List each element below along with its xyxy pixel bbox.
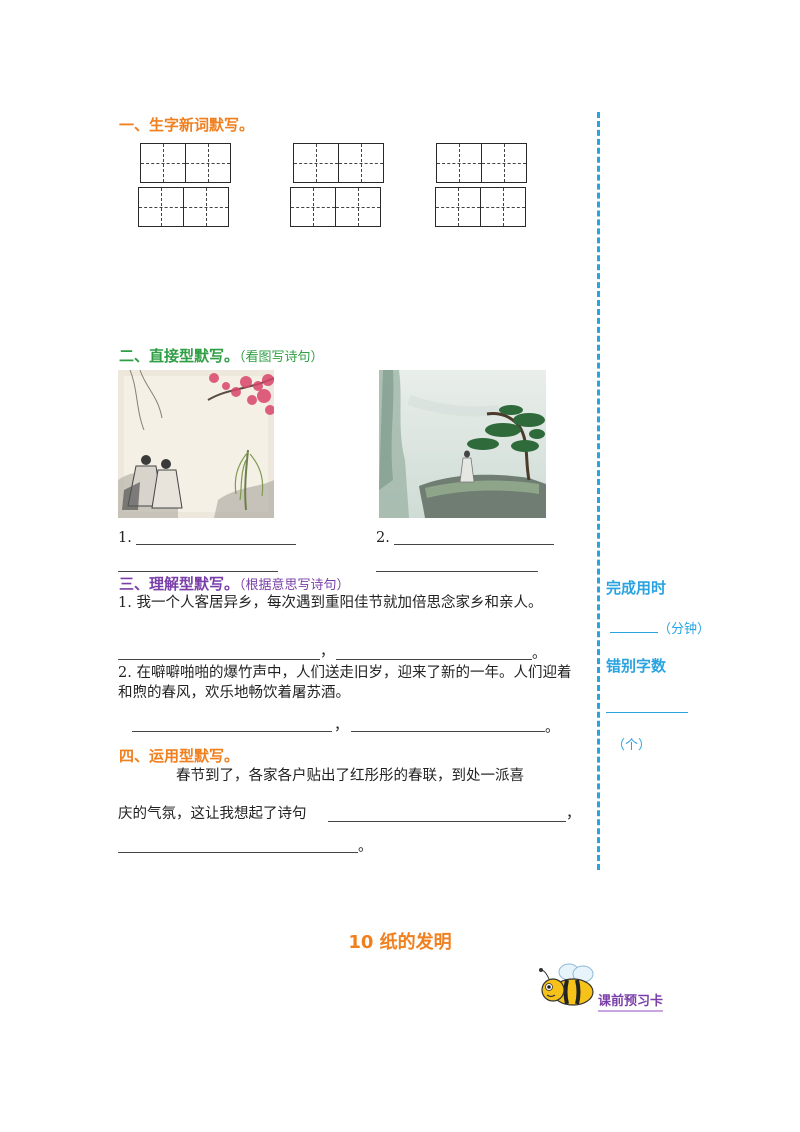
bee-icon (539, 963, 594, 1006)
poem-illustration-2 (379, 370, 546, 518)
poem-item-1-line-a[interactable] (136, 544, 296, 545)
section4-line2: 庆的气氛，这让我想起了诗句 (118, 806, 307, 822)
section2-title-text: 二、直接型默写。 (119, 347, 240, 365)
char-cell[interactable] (435, 187, 481, 227)
section4-end: 。 (358, 839, 373, 855)
poem-item-2-label: 2. (376, 530, 390, 546)
poem-item-1-line-b[interactable] (118, 571, 278, 572)
char-cell[interactable] (479, 187, 526, 227)
section3-q2-line-b[interactable] (351, 731, 545, 732)
section4-comma: ， (566, 806, 581, 822)
time-used-input[interactable] (610, 632, 658, 633)
poem-item-2-line-b[interactable] (376, 571, 538, 572)
preview-card-label: 课前预习卡 (598, 990, 664, 1012)
char-cell[interactable] (293, 143, 339, 183)
section3-title: 三、理解型默写。（根据意思写诗句） (119, 573, 350, 594)
section4-title: 四、运用型默写。 (119, 747, 240, 765)
section2-title: 二、直接型默写。（看图写诗句） (119, 345, 324, 366)
poem-illustration-1 (118, 370, 274, 518)
section2-hint: （看图写诗句） (239, 350, 324, 365)
time-used-label: 完成用时 (606, 579, 667, 597)
error-count-label: 错别字数 (606, 657, 667, 675)
time-used-unit: （分钟） (658, 622, 711, 637)
section3-q2-comma: ， (334, 718, 349, 734)
char-cell[interactable] (184, 143, 231, 183)
section4-line-b[interactable] (118, 852, 358, 853)
section3-q2-end: 。 (545, 720, 560, 736)
poem-item-1-label: 1. (118, 530, 132, 546)
section3-q1-comma: ， (320, 644, 335, 660)
poem-item-2-line-a[interactable] (394, 544, 554, 545)
char-grid-row (140, 143, 231, 183)
char-grid-row (435, 187, 526, 227)
margin-divider (597, 112, 600, 870)
section1-title: 一、生字新词默写。 (119, 116, 255, 134)
next-lesson-title: 10 纸的发明 (348, 932, 452, 953)
section3-q2-text: 2. 在噼噼啪啪的爆竹声中，人们送走旧岁，迎来了新的一年。人们迎着和煦的春风，欢… (118, 665, 572, 701)
error-count-input[interactable] (606, 712, 688, 713)
char-cell[interactable] (182, 187, 229, 227)
char-grid-row (290, 187, 381, 227)
section4-line1: 春节到了，各家各户贴出了红彤彤的春联，到处一派喜 (176, 768, 524, 784)
error-count-unit: （个） (612, 738, 652, 753)
section4-line-a[interactable] (328, 821, 566, 822)
section3-q1-line-b[interactable] (336, 659, 532, 660)
char-grid-row (293, 143, 384, 183)
section3-q1-line-a[interactable] (118, 659, 320, 660)
section3-q2-line-a[interactable] (132, 731, 332, 732)
char-grid-row (436, 143, 527, 183)
section3-q1-text: 1. 我一个人客居异乡，每次遇到重阳佳节就加倍思念家乡和亲人。 (118, 595, 543, 611)
section3-q1-end: 。 (532, 646, 547, 662)
char-cell[interactable] (140, 143, 186, 183)
char-cell[interactable] (138, 187, 184, 227)
section3-title-text: 三、理解型默写。 (119, 575, 240, 593)
char-cell[interactable] (480, 143, 527, 183)
char-cell[interactable] (334, 187, 381, 227)
section3-hint: （根据意思写诗句） (239, 578, 350, 593)
char-cell[interactable] (290, 187, 336, 227)
char-cell[interactable] (436, 143, 482, 183)
char-grid-row (138, 187, 229, 227)
char-cell[interactable] (337, 143, 384, 183)
